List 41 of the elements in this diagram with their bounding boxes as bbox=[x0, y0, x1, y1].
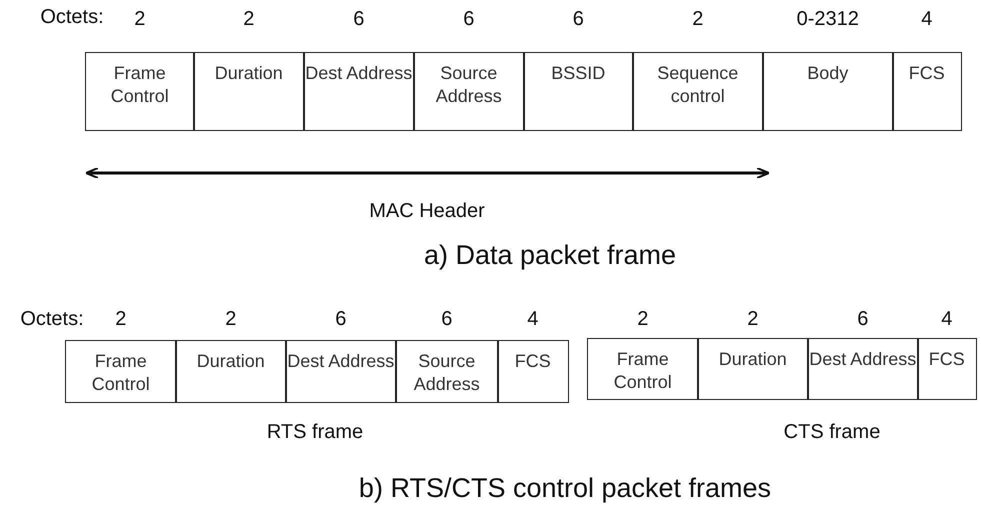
octet-count: 6 bbox=[353, 8, 364, 31]
octets-label: Octets: bbox=[40, 6, 104, 29]
field-cell: Frame Control bbox=[65, 340, 176, 403]
caption: a) Data packet frame bbox=[424, 240, 676, 271]
span-label: MAC Header bbox=[369, 200, 485, 223]
octet-count: 6 bbox=[335, 308, 346, 331]
field-cell: Dest Address bbox=[285, 340, 396, 403]
octet-count: 6 bbox=[857, 308, 868, 331]
octet-count: 6 bbox=[441, 308, 452, 331]
octet-count: 2 bbox=[225, 308, 236, 331]
octet-count: 2 bbox=[747, 308, 758, 331]
field-cell: Duration bbox=[175, 340, 286, 403]
field-cell: FCS bbox=[497, 340, 568, 403]
field-cell: Dest Address bbox=[303, 52, 414, 131]
octet-count: 2 bbox=[692, 8, 704, 31]
field-cell: Frame Control bbox=[85, 52, 194, 131]
field-cell: Body bbox=[762, 52, 894, 131]
field-cell: Source Address bbox=[395, 340, 498, 403]
octet-count: 2 bbox=[134, 8, 146, 31]
octet-count: 2 bbox=[243, 8, 254, 31]
field-cell: Frame Control bbox=[587, 338, 698, 400]
octet-count: 6 bbox=[463, 8, 474, 31]
octet-count: 4 bbox=[527, 308, 538, 331]
field-cell: Dest Address bbox=[807, 338, 918, 400]
field-cell: FCS bbox=[892, 52, 962, 131]
frame-caption: RTS frame bbox=[266, 421, 364, 444]
field-cell: Source Address bbox=[413, 52, 524, 131]
octet-count: 2 bbox=[115, 308, 126, 331]
field-cell: FCS bbox=[917, 338, 976, 400]
caption: b) RTS/CTS control packet frames bbox=[358, 473, 772, 504]
octets-label: Octets: bbox=[20, 308, 84, 331]
field-cell: Duration bbox=[697, 338, 808, 400]
frame-caption: CTS frame bbox=[784, 421, 880, 444]
field-cell: BSSID bbox=[523, 52, 634, 131]
field-cell: Sequence control bbox=[632, 52, 764, 131]
field-cell: Duration bbox=[193, 52, 304, 131]
octet-count: 6 bbox=[572, 8, 584, 31]
octet-count: 0-2312 bbox=[796, 8, 859, 31]
octet-count: 4 bbox=[941, 308, 952, 331]
octet-count: 2 bbox=[637, 308, 648, 331]
octet-count: 4 bbox=[921, 8, 932, 31]
